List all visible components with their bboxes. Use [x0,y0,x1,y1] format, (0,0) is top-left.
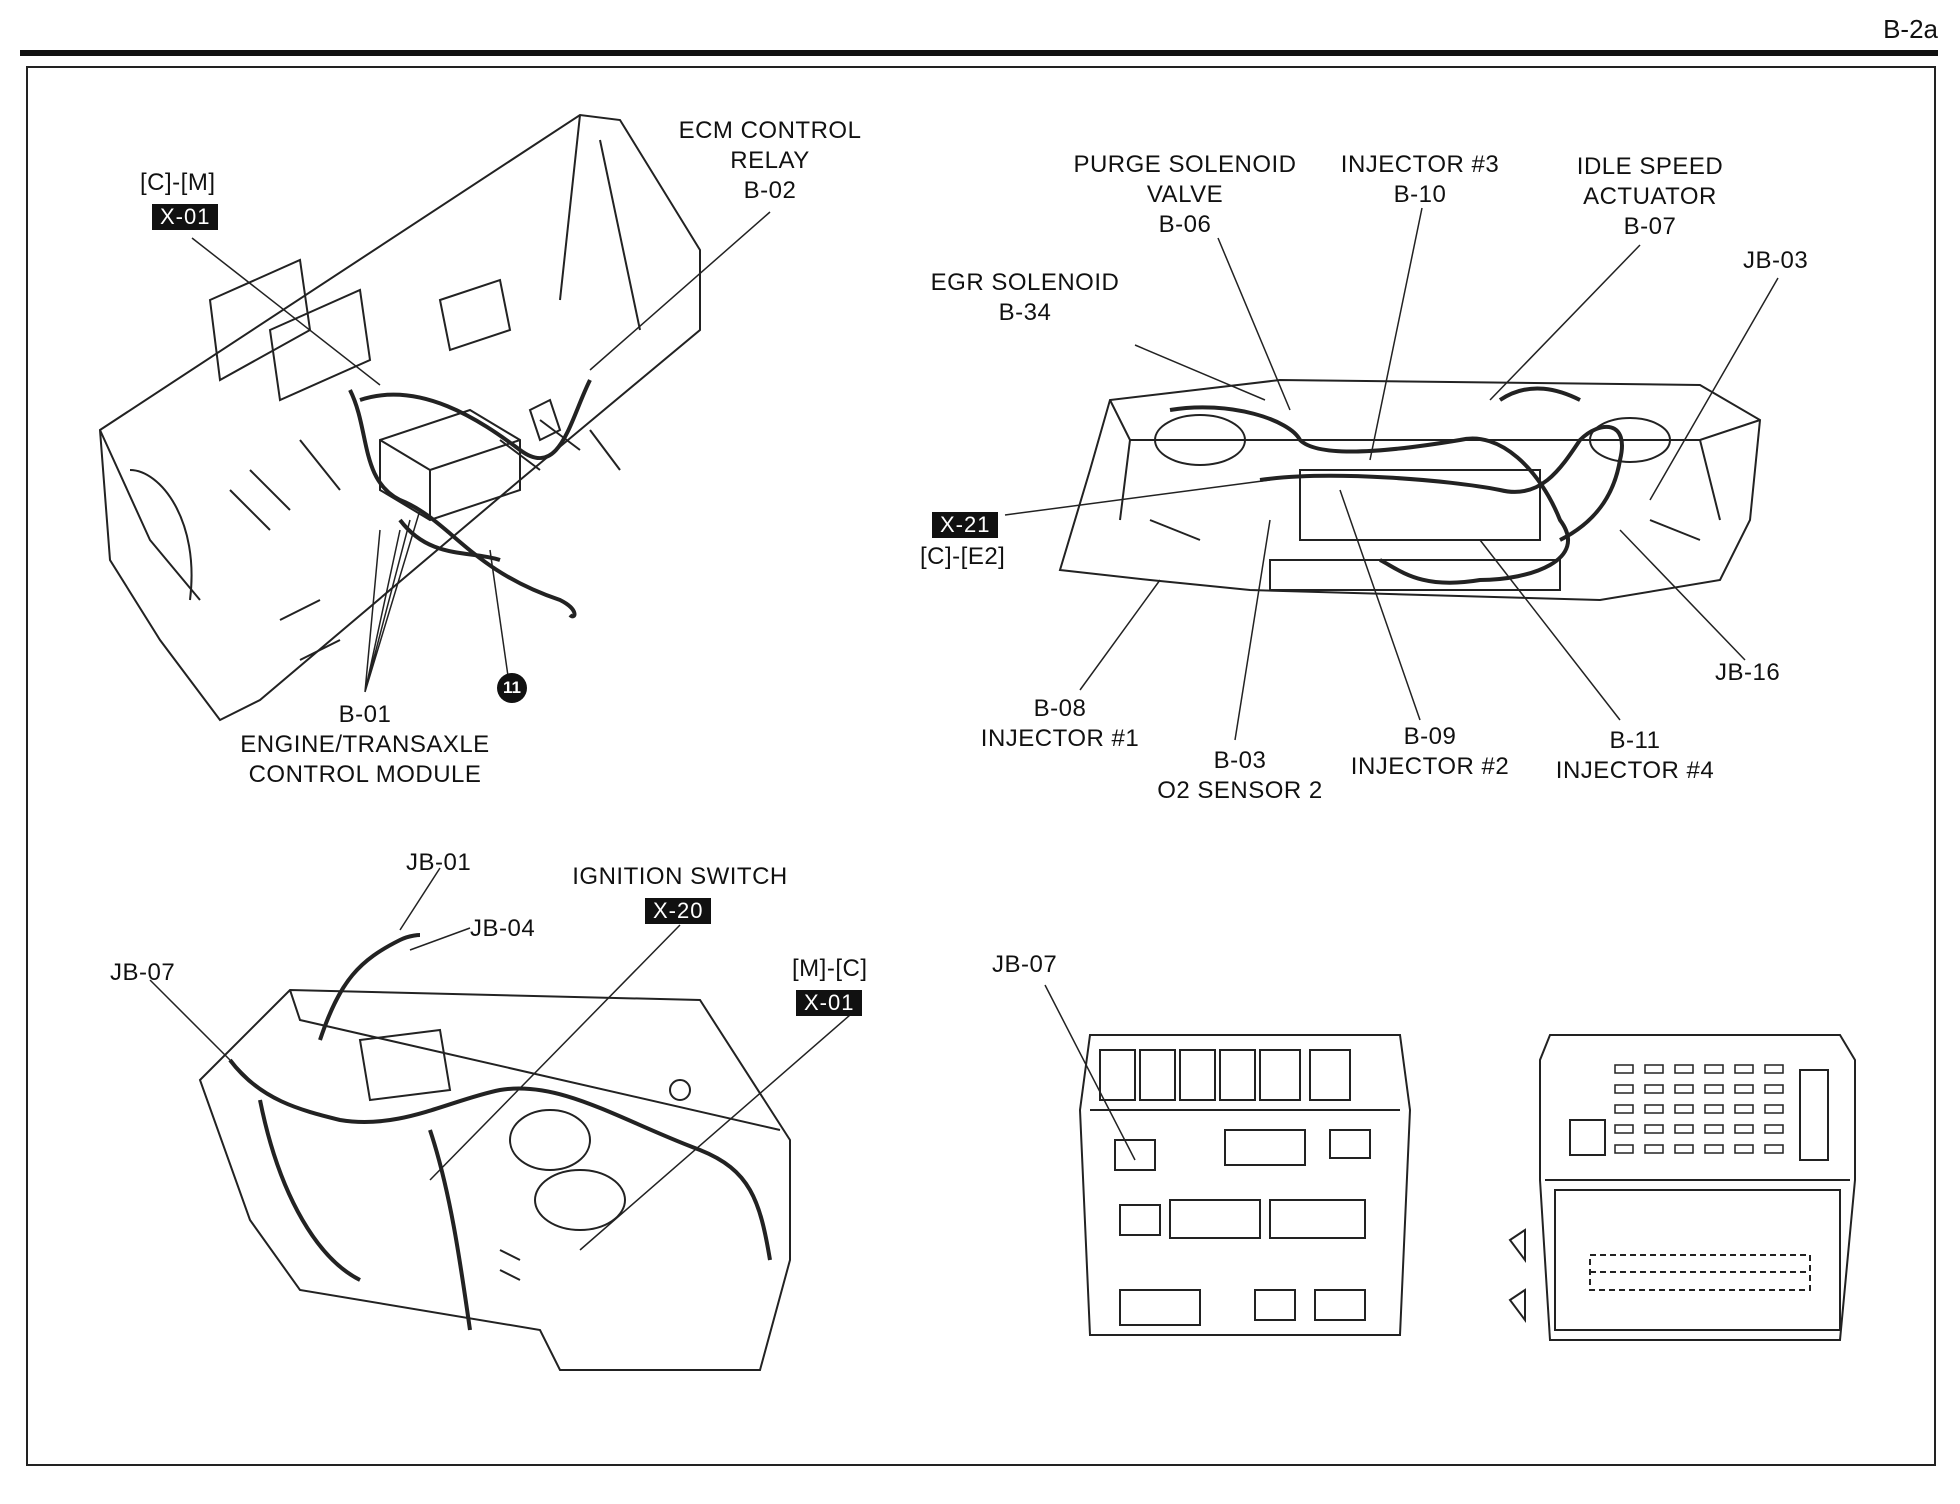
dash-conn-bracket-label: [M]-[C] [792,955,868,982]
purge-code: B-06 [1158,211,1212,238]
injector4-code: B-11 [1609,727,1661,754]
injector1-label: B-08 INJECTOR #1 [970,694,1150,754]
ecm-module-line2: CONTROL MODULE [248,761,482,788]
ignition-code-tag: X-20 [645,898,712,924]
top-rule [20,50,1938,56]
o2-code: B-03 [1213,747,1267,774]
purge-line1: PURGE SOLENOID [1073,151,1297,178]
purge-valve-label: PURGE SOLENOID VALVE B-06 [1055,150,1315,240]
junction-block-rear [1508,1034,1856,1341]
idle-code: B-07 [1623,213,1677,240]
junction-block-front [1078,1034,1412,1336]
injector1-code: B-08 [1033,695,1087,722]
engine-conn-code-tag: X-21 [932,512,999,538]
dashboard-harness [228,933,772,1331]
engine-harness [1169,386,1624,585]
page-number: B-2a [1883,14,1938,44]
injector2-line1: INJECTOR #2 [1350,753,1510,780]
dash-jb07-label: JB-07 [110,959,176,986]
ecm-relay-line1: ECM CONTROL [678,117,862,144]
injector4-line1: INJECTOR #4 [1555,757,1715,784]
idle-line1: IDLE SPEED [1576,153,1724,180]
ecm-harness [348,379,592,619]
junction-jb07-label: JB-07 [992,951,1058,978]
egr-line1: EGR SOLENOID [930,269,1120,296]
ecm-relay-line2: RELAY [730,147,810,174]
ecm-module-label: B-01 ENGINE/TRANSAXLE CONTROL MODULE [230,700,500,790]
ecm-module-code: B-01 [338,701,392,728]
idle-actuator-label: IDLE SPEED ACTUATOR B-07 [1560,152,1740,242]
idle-line2: ACTUATOR [1583,183,1717,210]
engine-leaders [1004,207,1779,741]
ecm-module-line1: ENGINE/TRANSAXLE [240,731,490,758]
egr-code: B-34 [998,299,1052,326]
jb04-label: JB-04 [470,915,536,942]
ecm-conn-code-tag: X-01 [152,204,219,230]
diagram-frame [26,66,1936,1466]
ground-point-marker: 11 [497,673,527,703]
o2-line1: O2 SENSOR 2 [1157,777,1323,804]
junction-fuse-slots [1614,1064,1784,1154]
engine-bay-drawing [1058,378,1762,602]
dashboard-leaders [149,867,851,1251]
egr-solenoid-label: EGR SOLENOID B-34 [925,268,1125,328]
ecm-module-drawing [379,398,562,522]
ecm-leaders [191,211,771,693]
ignition-switch-label: IGNITION SWITCH [572,863,788,890]
dash-conn-code-tag: X-01 [796,990,863,1016]
engine-conn-bracket-label: [C]-[E2] [920,543,1006,570]
ecm-relay-code: B-02 [743,177,797,204]
ecm-conn-bracket-label: [C]-[M] [140,169,216,196]
o2-sensor-label: B-03 O2 SENSOR 2 [1140,746,1340,806]
purge-line2: VALVE [1146,181,1224,208]
jb03-label: JB-03 [1743,247,1809,274]
injector2-code: B-09 [1403,723,1457,750]
injector4-label: B-11 INJECTOR #4 [1545,726,1725,786]
injector3-code: B-10 [1393,181,1447,208]
jb01-label: JB-01 [406,849,472,876]
injector3-label: INJECTOR #3 B-10 [1335,150,1505,210]
injector1-line1: INJECTOR #1 [980,725,1140,752]
junction-leader [1044,984,1136,1161]
ecm-relay-label: ECM CONTROL RELAY B-02 [655,116,885,206]
jb16-label: JB-16 [1715,659,1781,686]
dashboard-drawing [198,988,791,1371]
injector2-label: B-09 INJECTOR #2 [1340,722,1520,782]
injector3-line1: INJECTOR #3 [1340,151,1500,178]
